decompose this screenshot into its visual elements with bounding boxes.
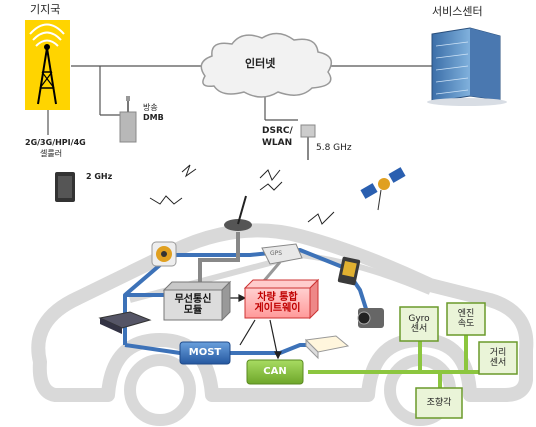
- service-center-building-icon: [427, 27, 507, 106]
- base-station-label: 기지국: [30, 3, 61, 16]
- pda-device-icon: [337, 256, 361, 286]
- distance-sensor-label: 거리 센서: [479, 342, 517, 374]
- engine-speed-label: 엔진 속도: [447, 303, 485, 335]
- gateway-box: [243, 278, 320, 320]
- steering-angle-box: [415, 387, 463, 419]
- freq-2ghz-label: 2 GHz: [86, 172, 113, 181]
- speaker-icon: [151, 241, 177, 267]
- freq-58ghz-label: 5.8 GHz: [316, 143, 352, 153]
- gateway-line1: 차량 통합: [257, 291, 298, 303]
- gyro-line1: Gyro: [408, 313, 430, 324]
- camcorder-icon: [357, 308, 384, 328]
- dsrc-label: DSRC/: [262, 126, 293, 136]
- internet-label: 인터넷: [245, 57, 276, 70]
- can-box: [246, 359, 304, 385]
- distance-line1: 거리: [489, 347, 507, 358]
- gyro-line2: 센서: [410, 324, 428, 334]
- cellular-label: 셀룰러: [40, 149, 63, 158]
- wlan-label: WLAN: [262, 138, 293, 148]
- most-box: [179, 341, 231, 365]
- distance-sensor-box: [478, 341, 518, 375]
- broadcast-label: 방송: [143, 103, 158, 112]
- radio-wave-icons: [149, 164, 335, 225]
- antenna-cable: [198, 232, 240, 288]
- network-links: [47, 65, 438, 135]
- gps-label: GPS: [270, 250, 283, 257]
- gateway-label: 차량 통합 게이트웨이: [245, 288, 310, 318]
- gps-receiver-icon: [261, 243, 303, 265]
- steering-angle-label: 조향각: [426, 397, 452, 408]
- gateway-line2: 게이트웨이: [254, 303, 301, 314]
- base-station-icon: [25, 20, 70, 110]
- gyro-sensor-label: Gyro 센서: [400, 307, 438, 341]
- cellular-phone-icon: [55, 172, 75, 202]
- engine-line2: 속도: [457, 319, 475, 329]
- dvd-player-icon: [304, 335, 350, 360]
- distance-line2: 센서: [489, 358, 507, 368]
- cellular-standards-label: 2G/3G/HPI/4G: [25, 138, 86, 147]
- service-center-label: 서비스센터: [432, 5, 483, 18]
- gyro-sensor-box: [399, 306, 439, 342]
- audio-device-icon: [98, 311, 152, 334]
- engine-speed-box: [446, 302, 486, 336]
- satellite-icon: [360, 167, 406, 211]
- wireless-module-line2: 모듈: [183, 305, 203, 316]
- wireless-module-label: 무선통신 모듈: [164, 290, 222, 320]
- dmb-tower-icon: [119, 96, 137, 143]
- roof-antenna-icon: [224, 195, 252, 231]
- engine-line1: 엔진: [457, 308, 475, 319]
- internet-cloud-icon: [200, 32, 333, 98]
- can-label: CAN: [263, 366, 287, 378]
- dmb-label: DMB: [143, 113, 164, 122]
- dsrc-roadside-unit-icon: [300, 124, 316, 160]
- wireless-module-box: [162, 280, 232, 322]
- most-label: MOST: [188, 347, 222, 359]
- wireless-module-line1: 무선통신: [174, 293, 212, 305]
